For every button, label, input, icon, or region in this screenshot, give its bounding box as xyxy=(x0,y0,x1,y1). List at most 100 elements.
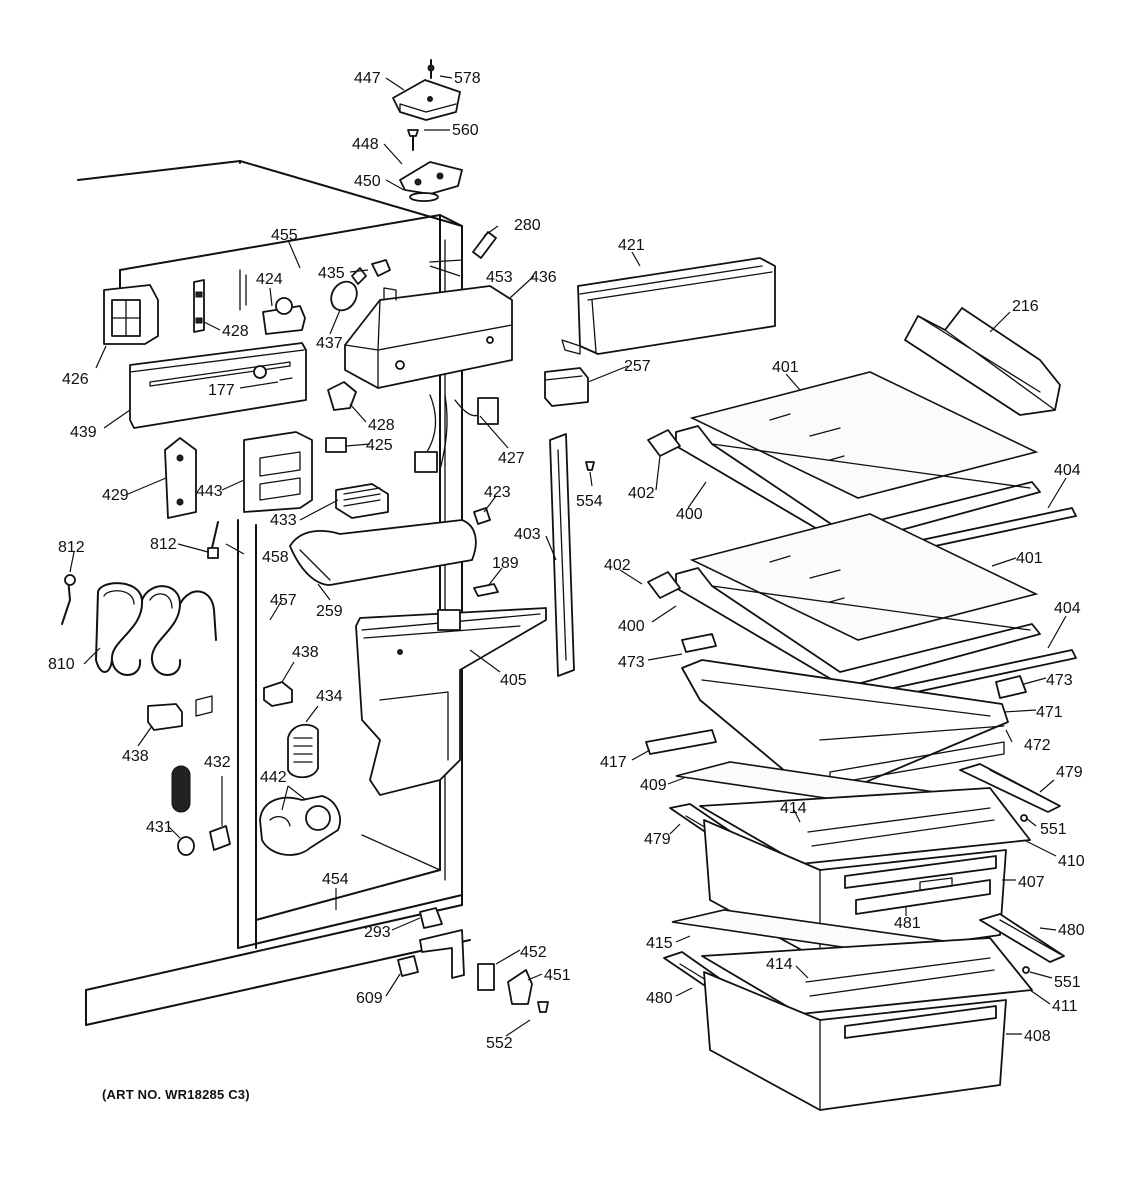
bulb-437 xyxy=(330,280,358,312)
drawer-408 xyxy=(663,909,1065,1111)
part-label: 428 xyxy=(368,417,395,434)
part-label: 454 xyxy=(322,871,349,888)
part-424 xyxy=(262,305,306,335)
part-label: 438 xyxy=(122,748,149,765)
connector-427 xyxy=(477,397,499,425)
vent-434 xyxy=(287,723,319,779)
part-label: 417 xyxy=(600,754,627,771)
part-label: 458 xyxy=(262,549,289,566)
part-label: 480 xyxy=(646,990,673,1007)
part-label: 426 xyxy=(62,371,89,388)
part-label: 436 xyxy=(530,269,557,286)
part-423 xyxy=(473,507,491,525)
fan-433 xyxy=(335,483,389,519)
bin-216 xyxy=(904,307,1061,416)
cover-411 xyxy=(701,937,1033,1015)
part-label: 403 xyxy=(514,526,541,543)
part-label: 433 xyxy=(270,512,297,529)
part-label: 257 xyxy=(624,358,651,375)
part-label: 472 xyxy=(1024,737,1051,754)
part-label: 177 xyxy=(208,382,235,399)
part-label: 448 xyxy=(352,136,379,153)
part-label: 402 xyxy=(628,485,655,502)
part-label: 560 xyxy=(452,122,479,139)
art-number-note: (ART NO. WR18285 C3) xyxy=(102,1087,250,1102)
screw-554 xyxy=(585,461,595,471)
part-label: 415 xyxy=(646,935,673,952)
part-label: 400 xyxy=(676,506,703,523)
part-425 xyxy=(325,437,347,453)
cabinet-frame xyxy=(77,160,471,1026)
part-label: 453 xyxy=(486,269,513,286)
part-label: 280 xyxy=(514,217,541,234)
part-label: 457 xyxy=(270,592,297,609)
part-435 xyxy=(371,259,391,277)
part-label: 812 xyxy=(150,536,177,553)
leader-lines xyxy=(69,75,1067,1037)
part-label: 429 xyxy=(102,487,129,504)
part-label: 455 xyxy=(271,227,298,244)
plate-452 xyxy=(477,963,495,991)
part-label: 554 xyxy=(576,493,603,510)
part-label: 450 xyxy=(354,173,381,190)
part-label: 401 xyxy=(1016,550,1043,567)
part-label: 410 xyxy=(1058,853,1085,870)
part-label: 439 xyxy=(70,424,97,441)
duct-259 xyxy=(289,519,477,586)
shim-450 xyxy=(409,192,439,202)
part-label: 551 xyxy=(1054,974,1081,991)
part-label: 405 xyxy=(500,672,527,689)
shelf-frame-400-upper xyxy=(675,425,1041,545)
part-609 xyxy=(397,955,419,977)
heater-810 xyxy=(95,582,217,676)
bracket-443 xyxy=(243,431,313,513)
part-label: 443 xyxy=(196,483,223,500)
part-labels: 447 578 560 448 450 280 455 435 453 436 … xyxy=(48,70,1085,1052)
bracket-429 xyxy=(164,437,197,519)
part-label: 437 xyxy=(316,335,343,352)
part-label: 425 xyxy=(366,437,393,454)
part-label: 481 xyxy=(894,915,921,932)
hinge-451 xyxy=(507,969,533,1005)
part-label: 428 xyxy=(222,323,249,340)
glass-shelf-401-upper xyxy=(689,371,1039,499)
rail-417 xyxy=(645,729,717,755)
part-label: 479 xyxy=(1056,764,1083,781)
part-label: 402 xyxy=(604,557,631,574)
part-label: 473 xyxy=(1046,672,1073,689)
part-label: 810 xyxy=(48,656,75,673)
part-189 xyxy=(473,583,499,597)
control-housing-436 xyxy=(344,285,513,389)
screw-560 xyxy=(407,129,419,137)
part-label: 434 xyxy=(316,688,343,705)
part-label: 259 xyxy=(316,603,343,620)
bar-439 xyxy=(129,342,307,429)
part-label: 414 xyxy=(766,956,793,973)
part-label: 424 xyxy=(256,271,283,288)
part-label: 216 xyxy=(1012,298,1039,315)
part-label: 552 xyxy=(486,1035,513,1052)
part-label: 404 xyxy=(1054,600,1081,617)
part-label: 400 xyxy=(618,618,645,635)
lower-left-parts xyxy=(147,681,549,1013)
knob-428 xyxy=(327,381,357,411)
duct-panel-405 xyxy=(355,607,547,796)
part-280 xyxy=(472,231,497,259)
hinge-448 xyxy=(399,161,463,195)
glass-shelf-401-lower xyxy=(689,513,1039,641)
part-293 xyxy=(419,907,443,929)
part-label: 431 xyxy=(146,819,173,836)
rail-480-right xyxy=(979,913,1065,963)
rail-421 xyxy=(577,257,776,355)
part-label: 421 xyxy=(618,237,645,254)
grommet-431 xyxy=(171,765,191,813)
rail-479-right xyxy=(959,763,1061,813)
part-label: 479 xyxy=(644,831,671,848)
part-label: 404 xyxy=(1054,462,1081,479)
part-label: 578 xyxy=(454,70,481,87)
part-label: 438 xyxy=(292,644,319,661)
part-label: 414 xyxy=(780,800,807,817)
part-label: 473 xyxy=(618,654,645,671)
part-label: 401 xyxy=(772,359,799,376)
part-label: 551 xyxy=(1040,821,1067,838)
